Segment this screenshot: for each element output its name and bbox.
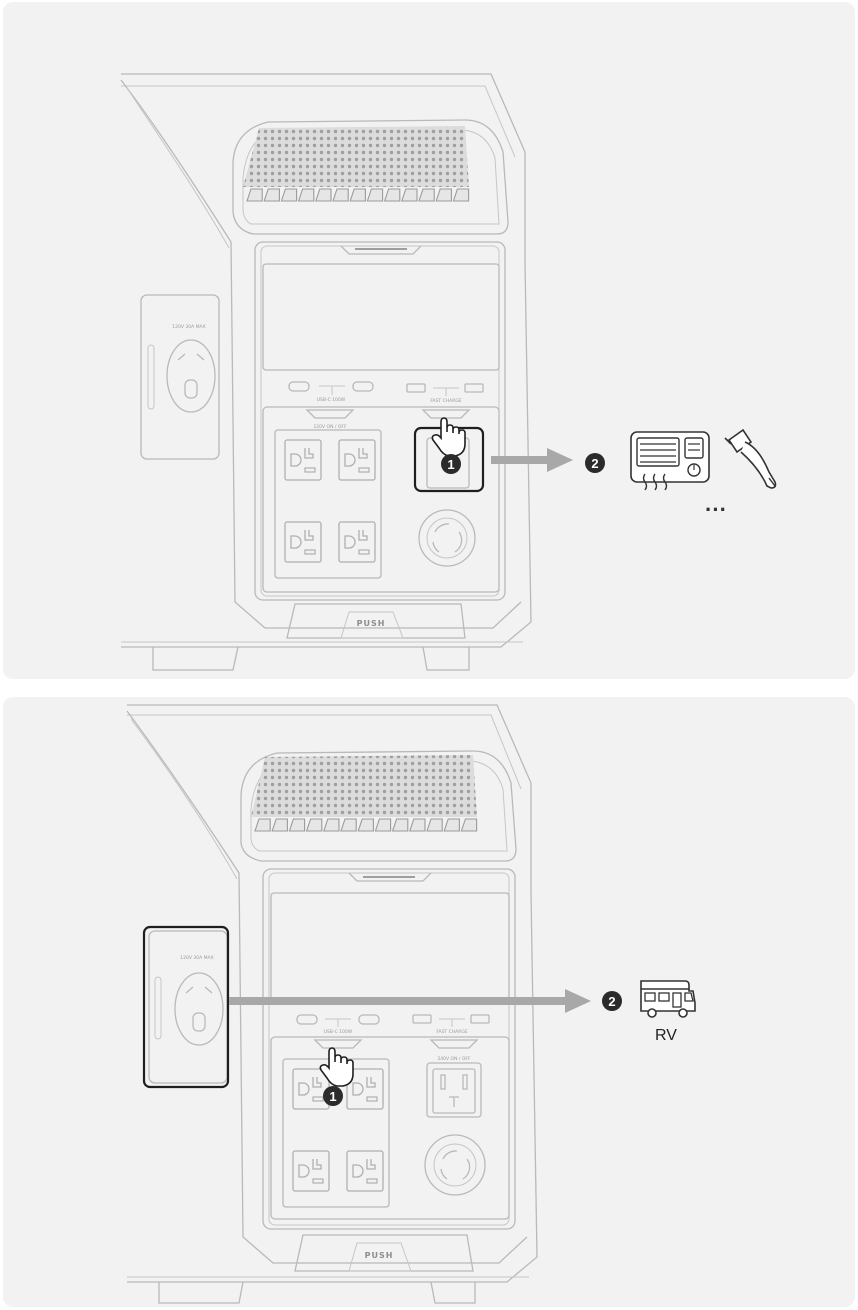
twist-lock-outlet bbox=[424, 1134, 486, 1196]
vent-fin bbox=[443, 818, 460, 832]
push-label: PUSH bbox=[357, 619, 386, 628]
vent-fin bbox=[263, 188, 280, 202]
usb-c-label: USB-C 100W bbox=[317, 397, 346, 403]
step-badge-1: 1 bbox=[323, 1086, 343, 1106]
rv-camper-icon bbox=[640, 980, 696, 1018]
speaker-grille bbox=[251, 755, 477, 817]
svg-text:2: 2 bbox=[608, 994, 615, 1009]
vent-fin bbox=[401, 188, 418, 202]
display-screen bbox=[270, 892, 510, 1002]
top-handle bbox=[232, 119, 509, 235]
flow-arrow bbox=[229, 989, 591, 1013]
step-badge-2: 2 bbox=[585, 453, 605, 473]
usb-c-port bbox=[288, 381, 310, 392]
ac-button bbox=[429, 1039, 479, 1049]
vent-fin bbox=[280, 188, 298, 202]
twist-lock-outlet bbox=[418, 509, 476, 567]
vent-fin bbox=[426, 818, 443, 832]
svg-text:1: 1 bbox=[447, 457, 454, 472]
usb-c-port bbox=[296, 1014, 318, 1025]
vent-fins bbox=[246, 188, 470, 202]
outlet-120v bbox=[338, 439, 376, 481]
vent-fin bbox=[374, 818, 392, 832]
more-devices-ellipsis: ··· bbox=[705, 497, 727, 522]
side-outlet-label: 120V 30A MAX bbox=[180, 955, 213, 961]
vent-fin bbox=[297, 188, 315, 202]
vent-fin bbox=[383, 188, 401, 202]
svg-text:1: 1 bbox=[329, 1089, 336, 1104]
highlight-box bbox=[142, 925, 230, 1089]
outlet-120v bbox=[346, 1068, 384, 1110]
vent-fin bbox=[460, 818, 478, 832]
vent-fin bbox=[288, 818, 306, 832]
outlet-120v bbox=[284, 521, 322, 563]
vent-fin bbox=[323, 818, 340, 832]
vent-fin bbox=[435, 188, 452, 202]
panel-bottom: USB-C 100W FAST CHARGE 240V ON / OFF PUS… bbox=[3, 697, 855, 1307]
speaker-grille bbox=[243, 126, 469, 187]
top-handle bbox=[240, 750, 517, 862]
svg-text:2: 2 bbox=[591, 456, 598, 471]
outlet-120v bbox=[284, 439, 322, 481]
ev-charger-plug-icon bbox=[724, 428, 777, 489]
vent-fin bbox=[349, 188, 366, 202]
rv-label: RV bbox=[655, 1027, 677, 1044]
vent-fin bbox=[366, 188, 384, 202]
vent-fin bbox=[418, 188, 435, 202]
ac-120v-label: 120V ON / OFF bbox=[313, 424, 347, 430]
side-outlet-30a: 120V 30A MAX bbox=[140, 294, 220, 460]
vent-fin bbox=[305, 818, 323, 832]
side-outlet-label: 120V 30A MAX bbox=[172, 324, 205, 330]
vent-fin bbox=[246, 188, 263, 202]
step-badge-1: 1 bbox=[441, 454, 461, 474]
front-panel: USB-C 100W FAST CHARGE 240V ON / OFF bbox=[262, 868, 516, 1230]
step-badge-2: 2 bbox=[602, 991, 622, 1011]
outlet-group-120v bbox=[284, 439, 376, 563]
push-label: PUSH bbox=[365, 1251, 394, 1260]
outlet-120v bbox=[292, 1150, 330, 1192]
usb-a-port bbox=[406, 383, 426, 393]
flow-arrow bbox=[491, 448, 573, 472]
side-outlet-30a: 120V 30A MAX bbox=[148, 930, 228, 1084]
power-station-outline bbox=[120, 73, 532, 671]
outlet-120v bbox=[292, 1068, 330, 1110]
outlet-240v bbox=[426, 1062, 482, 1118]
display-screen bbox=[262, 263, 500, 371]
vent-fin bbox=[254, 818, 271, 832]
usb-a-port bbox=[470, 1014, 490, 1024]
outlet-120v bbox=[338, 521, 376, 563]
ac-button bbox=[421, 409, 471, 419]
usb-a-port bbox=[464, 383, 484, 393]
push-latch: PUSH bbox=[286, 603, 466, 639]
vent-fin bbox=[409, 818, 426, 832]
usb-c-port bbox=[352, 381, 374, 392]
vent-fin bbox=[315, 188, 332, 202]
vent-fin bbox=[391, 818, 409, 832]
vent-fin bbox=[271, 818, 288, 832]
power-station-outline bbox=[126, 704, 538, 1304]
vent-fin bbox=[452, 188, 470, 202]
ac-button bbox=[305, 409, 355, 419]
hand-pointer-icon bbox=[319, 1047, 354, 1087]
outlet-group-120v bbox=[292, 1068, 384, 1192]
outlet-120v bbox=[346, 1150, 384, 1192]
ac-button bbox=[313, 1039, 363, 1049]
vent-fin bbox=[340, 818, 357, 832]
vent-fins bbox=[254, 818, 478, 832]
hand-pointer-icon bbox=[431, 417, 466, 457]
fast-charge-label: FAST CHARGE bbox=[436, 1029, 468, 1035]
ac-240v-label: 240V ON / OFF bbox=[437, 1056, 471, 1062]
front-panel: USB-C 100W FAST CHARGE 120V ON / OFF bbox=[254, 241, 506, 601]
usb-a-port bbox=[412, 1014, 432, 1024]
usb-c-port bbox=[358, 1014, 380, 1025]
vent-fin bbox=[357, 818, 374, 832]
vent-fin bbox=[332, 188, 349, 202]
air-conditioner-icon bbox=[630, 431, 710, 491]
fast-charge-label: FAST CHARGE bbox=[430, 398, 462, 404]
top-diagram: USB-C 100W FAST CHARGE 120V ON / OFF PUS… bbox=[120, 73, 777, 671]
push-latch: PUSH bbox=[294, 1234, 474, 1272]
panel-top: USB-C 100W FAST CHARGE 120V ON / OFF PUS… bbox=[3, 2, 855, 679]
bottom-diagram: USB-C 100W FAST CHARGE 240V ON / OFF PUS… bbox=[126, 704, 696, 1304]
usb-c-label: USB-C 100W bbox=[324, 1029, 353, 1035]
